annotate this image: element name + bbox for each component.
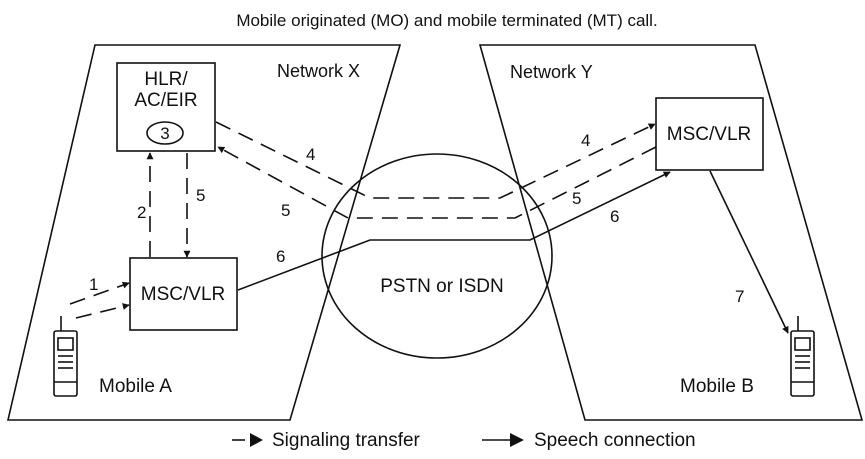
- step-7-arrow: [709, 170, 789, 334]
- diagram-title: Mobile originated (MO) and mobile termin…: [236, 11, 657, 30]
- mobile-a-handset-icon: [53, 316, 78, 397]
- step-4-right-label: 4: [581, 131, 590, 150]
- network-x-label: Network X: [277, 61, 360, 81]
- step-1-arrow-lower: [75, 303, 130, 319]
- pstn-isdn-label: PSTN or ISDN: [380, 276, 504, 297]
- step-5-local-label: 5: [196, 186, 205, 205]
- step-4-left-label: 4: [306, 145, 315, 164]
- legend: Signaling transfer Speech connection: [232, 430, 696, 451]
- step-2-label: 2: [137, 203, 146, 222]
- mobile-b-handset-icon: [790, 316, 815, 397]
- hlr-ac-eir-box: [116, 62, 216, 152]
- step-1-label: 1: [89, 275, 98, 294]
- legend-signaling-label: Signaling transfer: [272, 430, 421, 451]
- step-6-speech-path: [237, 171, 671, 291]
- mobile-b-label: Mobile B: [680, 376, 754, 397]
- step-7-label: 7: [735, 287, 744, 306]
- step-4-arrow: [215, 121, 656, 199]
- pstn-isdn-cloud: [321, 153, 553, 359]
- legend-signaling-arrow-icon: [250, 433, 263, 447]
- step-1-arrow-upper: [69, 281, 130, 305]
- msc-vlr-network-y-box: [655, 97, 764, 171]
- legend-speech-arrow-icon: [510, 433, 524, 447]
- hlr-label-line2: AC/EIR: [134, 90, 197, 111]
- msc-vlr-network-y-label: MSC/VLR: [667, 124, 751, 145]
- network-x-region: [6, 44, 402, 421]
- step-5-right-label: 5: [572, 189, 581, 208]
- step-3-circle: [146, 121, 184, 145]
- network-y-region: [478, 44, 864, 421]
- step-5-return-arrow: [217, 146, 657, 219]
- step-6-right-label: 6: [610, 207, 619, 226]
- step-6-left-label: 6: [276, 247, 285, 266]
- mobile-a-label: Mobile A: [99, 376, 172, 397]
- legend-speech-label: Speech connection: [534, 430, 696, 451]
- msc-vlr-network-x-box: [129, 257, 238, 331]
- network-y-label: Network Y: [510, 62, 593, 82]
- msc-vlr-network-x-label: MSC/VLR: [141, 284, 225, 305]
- step-5-center-label: 5: [281, 201, 290, 220]
- step-3-label: 3: [160, 124, 169, 143]
- hlr-label-line1: HLR/: [144, 69, 188, 90]
